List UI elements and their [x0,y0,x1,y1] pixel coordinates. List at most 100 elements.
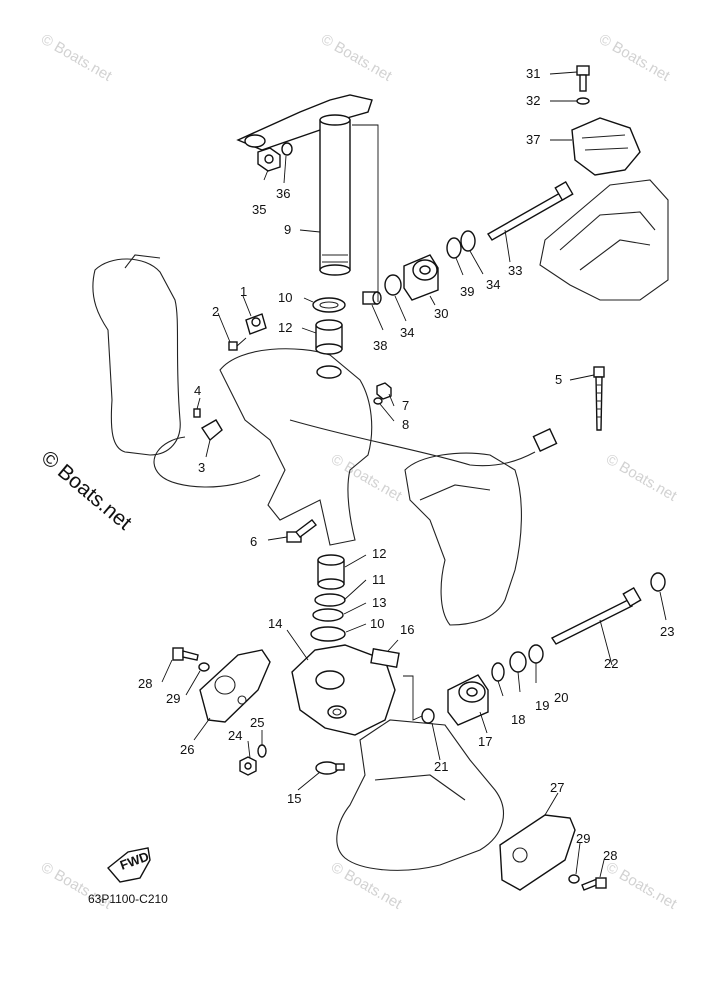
screw-4 [193,408,201,418]
callout-24: 24 [228,728,242,743]
callout-34-upper: 34 [486,277,500,292]
nut-35 [257,147,281,172]
bolt-28-left [172,647,199,661]
wire-lead [289,419,558,467]
leader-lines [161,71,667,878]
callout-27: 27 [550,780,564,795]
callout-29-right: 29 [576,831,590,846]
nut-23 [650,572,666,592]
callout-17: 17 [478,734,492,749]
washer-8 [373,397,383,405]
callout-38: 38 [373,338,387,353]
collar-38 [362,291,382,305]
grease-fitting-1 [245,313,267,335]
washer-25 [257,744,267,758]
callout-20: 20 [554,690,568,705]
washer-10-lower [310,626,346,642]
washer-29-right [568,874,580,884]
watermark: © Boats.net [603,859,680,913]
ghost-outlines [92,179,669,871]
washer-13 [312,608,344,622]
shaft-bottom [319,264,351,276]
callout-3: 3 [198,460,205,475]
side-cover-26 [199,649,271,723]
steering-shaft-assembly [236,94,373,276]
callout-16: 16 [400,622,414,637]
callout-26: 26 [180,742,194,757]
nut-24 [239,756,257,776]
nut-7 [376,382,392,400]
watermark: © Boats.net [328,451,405,505]
callout-21: 21 [434,759,448,774]
washer-20 [528,644,544,664]
cable-tie-5 [593,366,605,431]
clamp-15 [315,761,345,775]
arm-eye [244,134,266,148]
cover-16 [370,648,400,668]
callout-18: 18 [511,712,525,727]
callout-30: 30 [434,306,448,321]
callout-5: 5 [555,372,562,387]
steering-arm [236,94,373,151]
callout-10-lower: 10 [370,616,384,631]
callout-4: 4 [194,383,201,398]
watermark: © Boats.net [38,31,115,85]
callout-29-left: 29 [166,691,180,706]
bracket-3 [153,419,261,488]
callout-39: 39 [460,284,474,299]
washer-34-lower [384,274,402,296]
callout-37: 37 [526,132,540,147]
washer-32 [576,97,590,105]
callout-14: 14 [268,616,282,631]
o-ring-11 [314,593,346,607]
collar-21 [421,708,435,724]
callout-36: 36 [276,186,290,201]
washer-19 [509,651,527,673]
bolt-28-right [581,877,607,891]
callout-6: 6 [250,534,257,549]
callout-32: 32 [526,93,540,108]
steering-shaft [319,119,351,271]
bushing-12-lower [317,554,345,590]
washer-10-upper [312,297,346,313]
fwd-arrow-icon: FWD [106,847,151,883]
washer-18 [491,662,505,682]
lower-casing-outline [336,719,504,871]
lower-mount-bracket-14 [291,644,396,736]
callout-12-upper: 12 [278,320,292,335]
washer-36 [281,142,293,156]
mount-rubber-30 [403,254,439,301]
watermark: © Boats.net [603,451,680,505]
callout-15: 15 [287,791,301,806]
clamp-bracket-left-outline [92,258,181,456]
callout-1: 1 [240,284,247,299]
screw-2 [228,337,247,351]
callout-8: 8 [402,417,409,432]
callouts: 1 2 3 4 5 6 7 8 9 10 10 11 12 12 13 14 1… [138,66,674,863]
through-bolt-22 [550,586,642,645]
engine-mount-outline [539,179,669,301]
callout-35: 35 [252,202,266,217]
mount-rubber-17 [447,674,489,726]
callout-33: 33 [508,263,522,278]
callout-11: 11 [372,572,386,587]
callout-19: 19 [535,698,549,713]
side-watermark: © Boats.net [37,446,136,534]
clamp-bracket-right-outline [404,452,522,626]
callout-10-upper: 10 [278,290,292,305]
callout-2: 2 [212,304,219,319]
callout-13: 13 [372,595,386,610]
callout-28-left: 28 [138,676,152,691]
swivel-bracket-outline [219,348,373,546]
callout-12-lower: 12 [372,546,386,561]
callout-22: 22 [604,656,618,671]
washer-34-upper [460,230,476,252]
washer-39 [446,237,462,259]
callout-28-right: 28 [603,848,617,863]
side-cover-27 [499,814,576,891]
callout-23: 23 [660,624,674,639]
bolt-31 [576,65,590,92]
callout-25: 25 [250,715,264,730]
callout-7: 7 [402,398,409,413]
